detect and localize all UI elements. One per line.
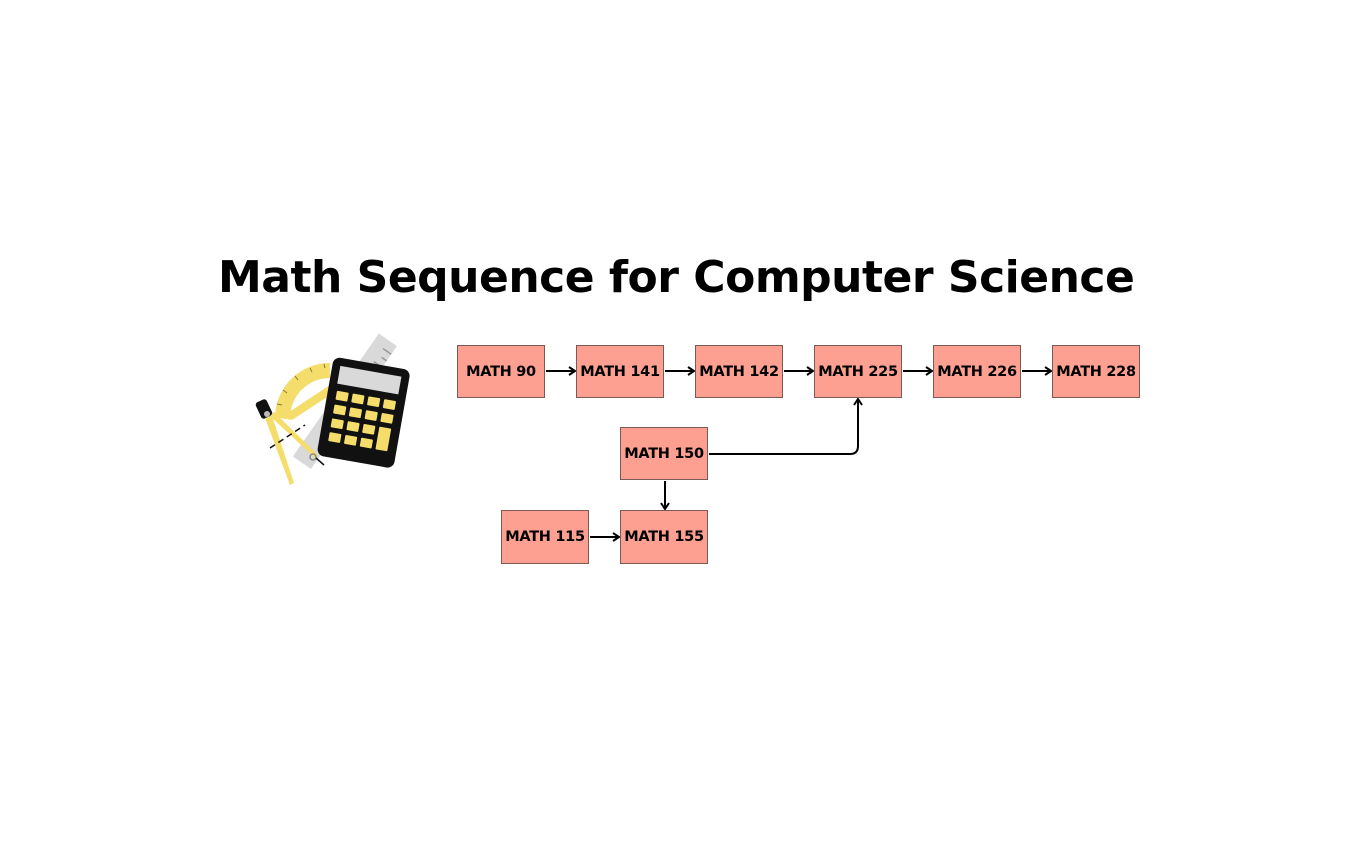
edge-150-225 xyxy=(709,397,863,455)
course-box-math-225: MATH 225 xyxy=(814,345,902,398)
course-label: MATH 90 xyxy=(466,363,536,380)
page-title: Math Sequence for Computer Science xyxy=(218,252,1135,303)
course-box-math-228: MATH 228 xyxy=(1052,345,1140,398)
course-box-math-226: MATH 226 xyxy=(933,345,1021,398)
course-box-math-115: MATH 115 xyxy=(501,510,589,564)
course-box-math-142: MATH 142 xyxy=(695,345,783,398)
course-label: MATH 115 xyxy=(505,529,585,545)
course-label: MATH 141 xyxy=(580,363,660,380)
course-box-math-90: MATH 90 xyxy=(457,345,545,398)
course-label: MATH 225 xyxy=(818,363,898,380)
course-label: MATH 228 xyxy=(1056,363,1136,380)
math-tools-calculator-icon xyxy=(255,333,410,485)
course-label: MATH 155 xyxy=(624,529,704,545)
course-box-math-141: MATH 141 xyxy=(576,345,664,398)
course-box-math-155: MATH 155 xyxy=(620,510,708,564)
course-label: MATH 150 xyxy=(624,445,704,462)
course-label: MATH 226 xyxy=(937,363,1017,380)
course-label: MATH 142 xyxy=(699,363,779,380)
course-box-math-150: MATH 150 xyxy=(620,427,708,480)
